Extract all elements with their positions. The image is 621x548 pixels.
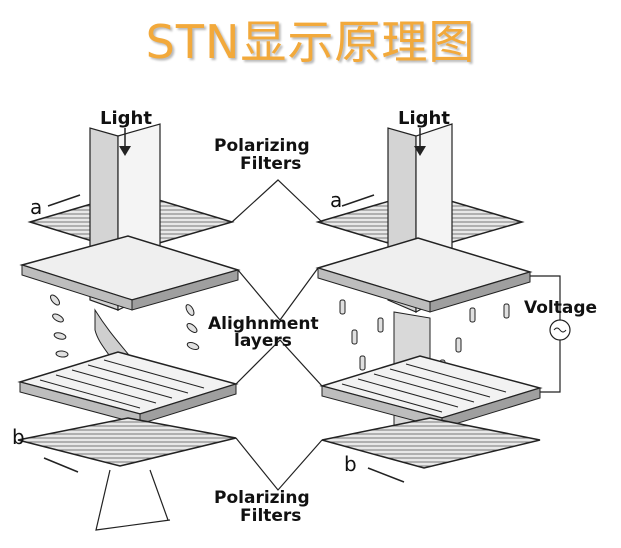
- polarizing-bottom-label-2: Filters: [240, 506, 301, 526]
- alignment-label-2: layers: [234, 331, 292, 351]
- voltage-label: Voltage: [524, 298, 597, 318]
- label-leader-lines: [231, 179, 323, 491]
- voltage-wire-top: [530, 275, 561, 320]
- right-bottom-polarizer: [321, 417, 541, 469]
- b-label-right: b: [344, 452, 357, 476]
- right-grooves: [341, 363, 507, 413]
- polarizing-top-label-2: Filters: [240, 154, 301, 174]
- left-grooves: [39, 359, 205, 409]
- left-upper-glass: [19, 235, 241, 301]
- a-label-right: a: [330, 188, 342, 212]
- left-twisted-molecules: [50, 294, 200, 358]
- b-label-left: b: [12, 425, 25, 449]
- a-label-left: a: [30, 195, 42, 219]
- left-bottom-polarizer: [17, 417, 237, 467]
- left-stack: [17, 123, 241, 531]
- left-b-arrow: [43, 457, 79, 473]
- left-a-arrow: [47, 194, 81, 207]
- right-upper-glass: [315, 237, 533, 303]
- light-label-right: Light: [398, 108, 450, 129]
- polarizing-bottom-label-1: Polarizing: [214, 488, 310, 508]
- light-label-left: Light: [100, 108, 152, 129]
- right-a-arrow: [341, 194, 375, 207]
- polarizing-top-label-1: Polarizing: [214, 136, 310, 156]
- page-title: STN显示原理图: [145, 15, 476, 69]
- right-stack: [315, 123, 571, 483]
- voltage-wire-bottom: [540, 340, 561, 393]
- right-b-arrow: [367, 467, 405, 483]
- left-light-arrow-head: [119, 146, 131, 156]
- alignment-label-1: Alighnment: [208, 314, 319, 334]
